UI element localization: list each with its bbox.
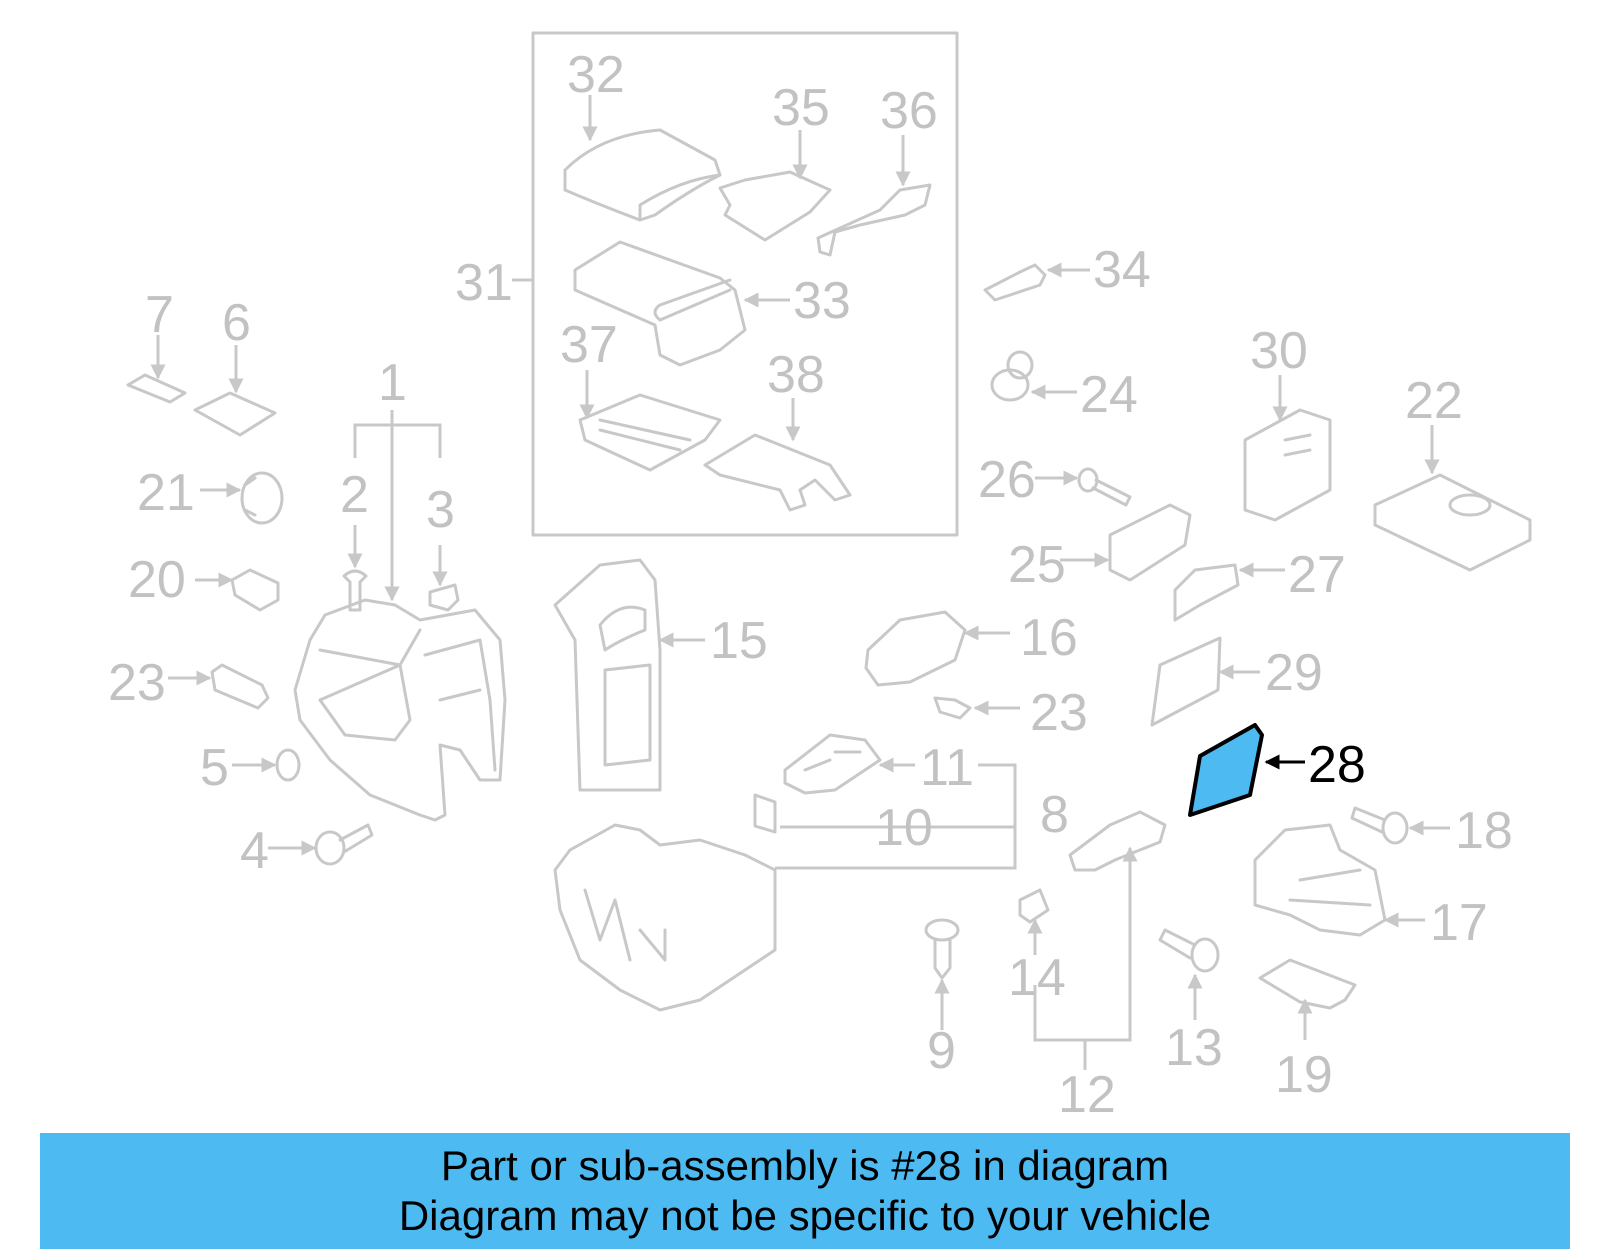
label-6: 6 <box>222 294 251 352</box>
label-22: 22 <box>1405 372 1463 430</box>
label-26: 26 <box>978 451 1036 509</box>
part-23-left-screw <box>210 663 270 710</box>
label-36: 36 <box>880 82 938 140</box>
part-35-plate <box>718 170 832 242</box>
part-23-mid-screw <box>933 696 972 720</box>
label-25: 25 <box>1008 536 1066 594</box>
part-10-pad <box>753 793 777 834</box>
label-37: 37 <box>560 316 618 374</box>
label-5: 5 <box>200 739 229 797</box>
part-12-bracket <box>1068 810 1167 872</box>
part-14-clip <box>1018 888 1050 924</box>
part-15-panel <box>553 558 662 792</box>
label-8: 8 <box>1040 786 1069 844</box>
part-11-mat <box>783 733 882 795</box>
label-31: 31 <box>455 254 513 312</box>
label-34: 34 <box>1093 241 1151 299</box>
part-9-screw <box>924 918 960 980</box>
label-1: 1 <box>378 354 407 412</box>
label-16: 16 <box>1020 609 1078 667</box>
banner-line-1: Part or sub-assembly is #28 in diagram <box>440 1142 1170 1189</box>
part-25-block <box>1108 503 1192 582</box>
part-28-highlighted <box>1188 723 1264 817</box>
part-30-module <box>1243 408 1332 522</box>
part-3-nut <box>428 583 460 612</box>
part-27-clip <box>1173 563 1240 622</box>
label-15: 15 <box>710 612 768 670</box>
label-32: 32 <box>567 46 625 104</box>
subassembly-31-frame <box>531 31 959 537</box>
part-1-console-frame <box>293 598 507 822</box>
part-32-armrest-lid <box>563 128 722 222</box>
part-4-bolt <box>314 823 374 866</box>
label-30: 30 <box>1250 322 1308 380</box>
banner-line-2: Diagram may not be specific to your vehi… <box>398 1192 1212 1239</box>
part-13-bolt <box>1158 928 1220 973</box>
label-21: 21 <box>137 464 195 522</box>
label-4: 4 <box>240 822 269 880</box>
part-29-pad <box>1150 636 1222 727</box>
part-37-tray <box>578 393 722 472</box>
label-20: 20 <box>128 551 186 609</box>
label-12: 12 <box>1058 1066 1116 1124</box>
label-35: 35 <box>772 79 830 137</box>
label-27: 27 <box>1288 546 1346 604</box>
part-18-bolt <box>1350 806 1409 845</box>
info-banner: Part or sub-assembly is #28 in diagram D… <box>40 1133 1570 1249</box>
label-29: 29 <box>1265 644 1323 702</box>
part-2-pin <box>342 569 368 612</box>
label-10: 10 <box>875 799 933 857</box>
label-17: 17 <box>1430 894 1488 952</box>
label-19: 19 <box>1275 1046 1333 1104</box>
bracket-1 <box>353 423 442 458</box>
label-3: 3 <box>426 481 455 539</box>
bracket-12 <box>1033 850 1132 1042</box>
label-7: 7 <box>145 286 174 344</box>
label-33: 33 <box>793 272 851 330</box>
part-22-unit <box>1373 473 1532 572</box>
label-14: 14 <box>1008 949 1066 1007</box>
part-24-grommet <box>990 350 1034 402</box>
part-21-clip <box>240 471 284 525</box>
label-24: 24 <box>1080 366 1138 424</box>
label-2: 2 <box>340 466 369 524</box>
label-11: 11 <box>920 739 974 797</box>
bracket-8 <box>775 763 1017 870</box>
label-28: 28 <box>1308 736 1366 794</box>
parts-diagram: 32 35 36 31 33 37 38 34 7 6 1 30 24 22 2… <box>108 31 1532 1124</box>
part-36-latch <box>816 183 932 257</box>
part-16-bezel <box>864 610 967 687</box>
label-9: 9 <box>927 1022 956 1080</box>
label-13: 13 <box>1165 1019 1223 1077</box>
part-5-ring <box>275 748 301 782</box>
part-33-hinge-base <box>573 240 747 367</box>
part-8-storage-bin <box>553 823 777 1012</box>
part-19-plate <box>1258 958 1357 1010</box>
part-7-pad <box>126 373 187 404</box>
label-23-left: 23 <box>108 654 166 712</box>
part-6-pad <box>193 391 277 437</box>
part-38-bracket <box>703 433 852 512</box>
part-17-cupholder <box>1253 823 1387 937</box>
label-38: 38 <box>767 346 825 404</box>
part-26-bolt <box>1077 467 1132 507</box>
label-23-mid: 23 <box>1030 684 1088 742</box>
part-34-bolt <box>983 263 1047 302</box>
label-18: 18 <box>1455 802 1513 860</box>
part-20-clip <box>230 568 280 612</box>
